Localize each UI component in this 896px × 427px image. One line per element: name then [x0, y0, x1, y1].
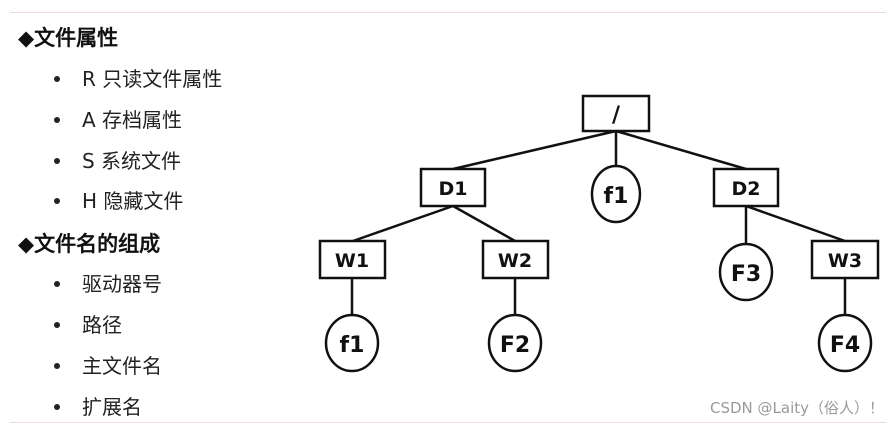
bullet-icon — [54, 403, 60, 410]
node-d2: D2 — [712, 167, 780, 208]
bullet-icon — [54, 280, 60, 287]
svg-text:f1: f1 — [604, 184, 629, 209]
bullet-icon — [54, 321, 60, 328]
svg-text:F2: F2 — [500, 333, 530, 358]
svg-text:F4: F4 — [830, 333, 860, 358]
filename-item-drive: 驱动器号 — [54, 268, 162, 297]
node-d1: D1 — [419, 167, 487, 208]
attributes-heading: ◆文件属性 — [18, 26, 119, 50]
edge-d2-w3 — [745, 204, 846, 243]
svg-text:/: / — [612, 103, 621, 128]
svg-text:W2: W2 — [498, 250, 532, 272]
node-file-f4: F4 — [817, 313, 873, 373]
node-w2: W2 — [481, 239, 550, 280]
attribute-item-archive: A 存档属性 — [54, 104, 182, 133]
bullet-icon — [54, 362, 60, 369]
node-w3: W3 — [810, 239, 880, 280]
edge-root-d2 — [615, 129, 747, 171]
bottom-divider — [10, 422, 886, 423]
svg-text:D2: D2 — [732, 178, 761, 200]
attribute-item-read-only: R 只读文件属性 — [54, 63, 222, 92]
attribute-item-system: S 系统文件 — [54, 145, 181, 174]
svg-text:W1: W1 — [335, 250, 369, 272]
edge-d1-w1 — [352, 204, 454, 243]
top-divider — [10, 12, 886, 13]
node-file-f3: F3 — [718, 242, 774, 302]
node-root: / — [581, 94, 651, 133]
edge-root-d1 — [452, 129, 617, 171]
attribute-item-hidden: H 隐藏文件 — [54, 185, 183, 214]
node-file-f1-bottom: f1 — [324, 313, 380, 373]
bullet-icon — [54, 75, 60, 82]
svg-text:f1: f1 — [340, 333, 365, 358]
node-file-f1-top: f1 — [590, 164, 642, 224]
svg-text:W3: W3 — [828, 250, 862, 272]
svg-text:D1: D1 — [439, 178, 468, 200]
bullet-icon — [54, 116, 60, 123]
watermark: CSDN @Laity（俗人）！ — [709, 399, 884, 417]
filename-item-extension: 扩展名 — [54, 391, 142, 420]
node-file-f2: F2 — [487, 313, 543, 373]
filename-heading: ◆文件名的组成 — [18, 232, 161, 256]
bullet-icon — [54, 197, 60, 204]
filename-item-path: 路径 — [54, 309, 122, 338]
tree-edges — [350, 129, 847, 317]
edge-d1-w2 — [452, 204, 516, 243]
filename-item-main-name: 主文件名 — [54, 350, 162, 379]
svg-text:F3: F3 — [731, 262, 761, 287]
node-w1: W1 — [318, 239, 387, 280]
bullet-icon — [54, 157, 60, 164]
